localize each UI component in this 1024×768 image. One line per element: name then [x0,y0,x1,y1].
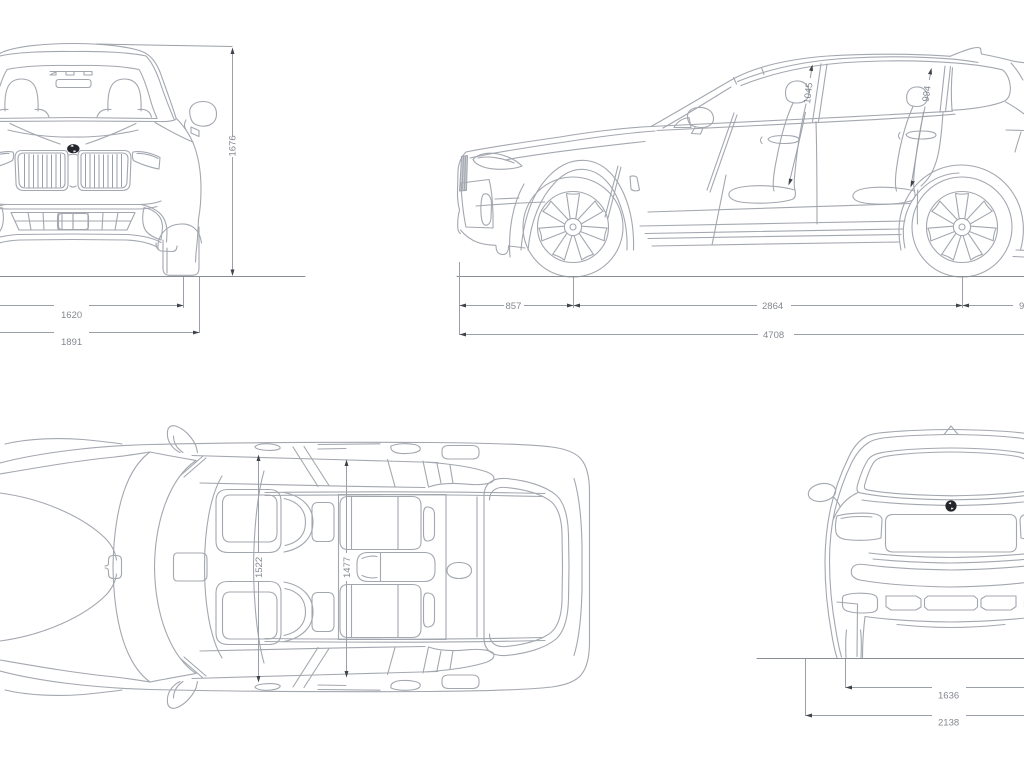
svg-text:2864: 2864 [762,301,783,312]
svg-text:987: 987 [1019,301,1024,312]
svg-text:1676: 1676 [228,135,239,156]
svg-text:1891: 1891 [61,337,82,348]
svg-text:2138: 2138 [938,718,959,729]
svg-text:4708: 4708 [763,330,784,341]
svg-text:1477: 1477 [342,557,353,578]
svg-text:1522: 1522 [254,557,265,578]
svg-text:994: 994 [921,85,934,102]
svg-text:1620: 1620 [61,310,82,321]
svg-text:1636: 1636 [938,691,959,702]
svg-text:857: 857 [506,301,522,312]
svg-text:1045: 1045 [802,82,815,104]
